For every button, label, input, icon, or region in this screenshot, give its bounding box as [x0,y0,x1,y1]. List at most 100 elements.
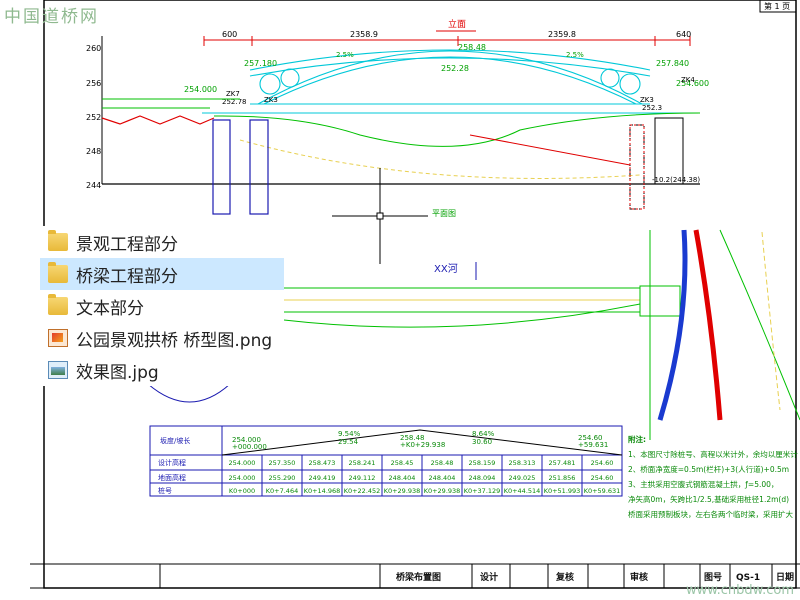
notes-title: 附注: [628,435,646,444]
grade-label: 8.64% [472,430,495,438]
pier-label: ZK3 [640,96,654,104]
date-label: 日期 [776,571,794,583]
riverbed-line [213,112,701,147]
grade-sub: +K0+29.938 [400,441,445,449]
table-cell: K0+51.993 [544,487,581,495]
pile-left [212,119,231,215]
file-item-text[interactable]: 文本部分 [40,290,284,322]
grade-label: 254.000 [232,436,261,444]
table-cell: 249.419 [309,474,336,482]
table-cell: 251.856 [549,474,576,482]
plan-arc [147,383,231,403]
table-cell: K0+7.464 [266,487,298,495]
table-cell: 258.159 [469,459,496,467]
slope-label: 2.5% [336,51,354,59]
table-cell: 254.60 [591,474,614,482]
table-cell: 254.60 [591,459,614,467]
table-cell: 258.45 [391,459,414,467]
ground-line [101,115,215,125]
table-cell: 254.000 [229,474,256,482]
folder-icon [48,262,68,283]
note-line: 桥面采用预制板块，左右各两个临时梁，采用扩大 [628,510,793,519]
grade-sub: +000.000 [232,443,267,451]
drawing-name: 桥梁布置图 [396,571,441,583]
folder-icon [48,230,68,251]
table-cell: K0+22.452 [344,487,381,495]
grade-label: 9.54% [338,430,361,438]
table-cell: 248.404 [389,474,416,482]
pier-block [654,117,684,185]
table-cell: K0+44.514 [504,487,541,495]
plan-bridge [639,285,681,317]
review-label: 复核 [555,571,574,583]
note-line: 2、桥面净宽度=0.5m(栏杆)+3(人行道)+0.5m [628,465,790,474]
file-list-panel: 景观工程部分 桥梁工程部分 文本部分 公园景观拱桥 桥型图.png 效果图.jp… [40,226,284,386]
grade-sub: 29.54 [338,438,359,446]
file-item-png[interactable]: 公园景观拱桥 桥型图.png [40,322,284,354]
misc-level: 252.78 [222,98,247,106]
pier-label: ZK4 [681,76,695,84]
file-item-label: 公园景观拱桥 桥型图.png [76,330,273,351]
deck-level: 252.28 [441,64,469,73]
file-item-landscape[interactable]: 景观工程部分 [40,226,284,258]
elevation-tick: 252 [86,113,101,122]
file-item-label: 效果图.jpg [76,362,159,383]
right-abutment-level: 257.840 [656,59,689,68]
left-bank-level: 254.000 [184,85,217,94]
table-row-label: 设计高程 [158,458,186,467]
table-cell: 248.094 [469,474,496,482]
table-cell: 258.241 [349,459,376,467]
table-header: 坂度/坡长 [160,436,190,445]
table-cell: 254.000 [229,459,256,467]
file-item-bridge[interactable]: 桥梁工程部分 [40,258,284,290]
pier-label: ZK3 [264,96,278,104]
grade-label: 254.60 [578,434,603,442]
table-cell: K0+59.631 [584,487,621,495]
left-abutment-level: 257.180 [244,59,277,68]
crown-level: 258.48 [458,43,486,52]
jpg-file-icon [48,361,68,379]
arch-rib [202,49,700,114]
pile-left-2 [249,119,269,215]
grade-label: 258.48 [400,434,425,442]
span-dimension: 2358.9 [350,30,378,39]
grade-sub: 30.60 [472,438,492,446]
plan-curve [283,303,641,328]
table-cell: 249.112 [349,474,376,482]
table-row-label: 桩号 [158,486,172,495]
site-watermark: 中国道桥网 [4,7,99,27]
elevation-tick: 260 [86,44,101,53]
file-item-label: 景观工程部分 [76,234,178,255]
elevation-title: 立面 [448,18,466,30]
table-cell: 257.350 [269,459,296,467]
table-cell: 249.025 [509,474,536,482]
slope-label: 2.5% [566,51,584,59]
table-cell: 255.290 [269,474,296,482]
file-item-label: 桥梁工程部分 [76,266,178,287]
elevation-tick: 244 [86,181,101,190]
table-cell: 258.313 [509,459,536,467]
profile-table [149,425,623,497]
pile-foundation [212,119,645,215]
pier-label: ZK7 [226,90,240,98]
file-item-jpg[interactable]: 效果图.jpg [40,354,284,386]
site-url: www.cnbdw.com [685,583,794,598]
drawing-no-label: 图号 [704,572,722,583]
design-label: 设计 [480,571,498,583]
span-dimension: 600 [222,30,237,39]
file-item-label: 文本部分 [76,298,144,319]
cad-crosshair-cursor[interactable] [332,168,428,264]
river-name: XX河 [434,263,458,275]
table-cell: K0+14.968 [304,487,341,495]
elevation-tick: 256 [86,79,101,88]
drawing-no: QS-1 [736,573,760,583]
span-dimension: 2359.8 [548,30,576,39]
sheet-label: 第 1 页 [764,1,790,11]
grade-sub: +59.631 [578,441,608,449]
pile-right [629,124,645,210]
table-cell: K0+37.129 [464,487,501,495]
table-cell: 258.48 [431,459,454,467]
table-cell: K0+29.938 [424,487,461,495]
